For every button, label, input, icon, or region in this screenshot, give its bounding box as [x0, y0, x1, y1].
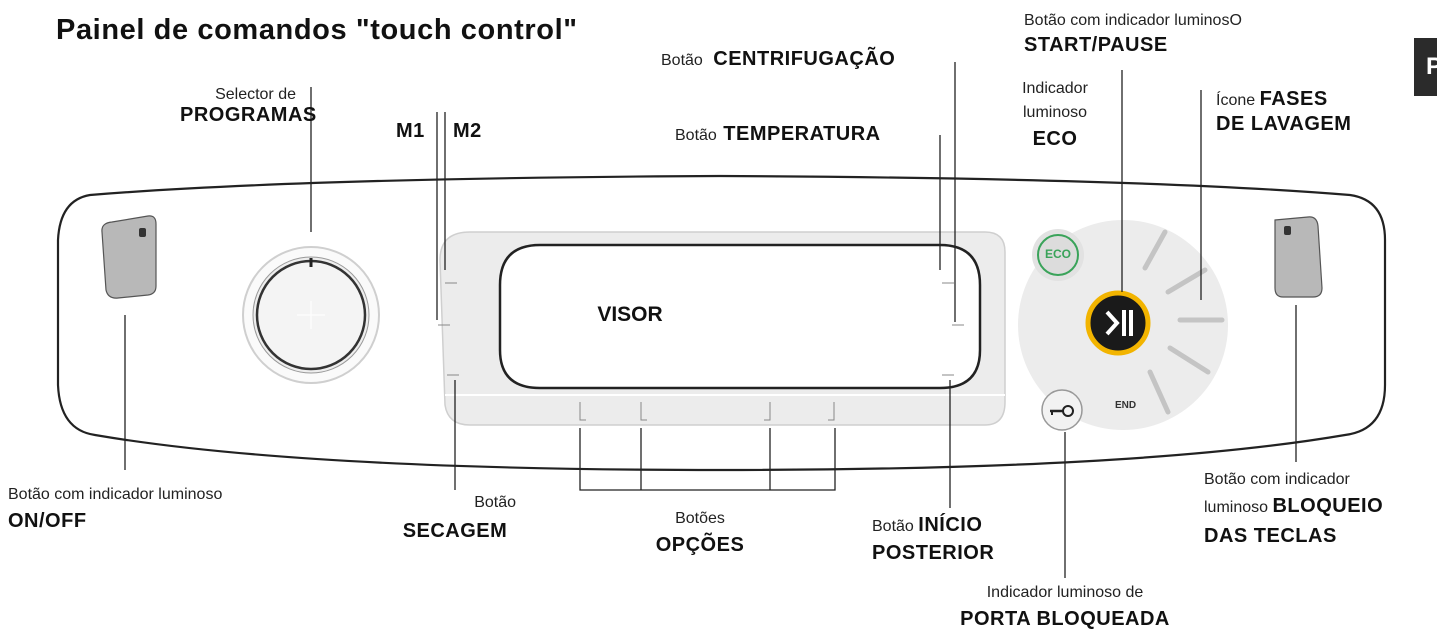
display-frame [439, 231, 1006, 426]
end-text: END [1115, 400, 1137, 411]
key-lock-button [1274, 216, 1323, 298]
section-tab: P [1414, 38, 1437, 96]
page-title: Painel de comandos "touch control" [56, 14, 578, 46]
key-lock-label: Botão com indicador luminoso BLOQUEIO DA… [1204, 471, 1384, 548]
door-lock-indicator [1041, 389, 1083, 431]
options-label: Botões OPÇÕES [655, 510, 745, 556]
program-selector-knob [242, 246, 380, 384]
start-pause-label: Botão com indicador luminosO START/PAUSE [1024, 12, 1242, 56]
drying-label: Botão SECAGEM [402, 494, 516, 542]
wash-phases-label: Ícone FASES DE LAVAGEM [1216, 88, 1352, 136]
door-lock-label: Indicador luminoso de PORTA BLOQUEADA [960, 584, 1170, 630]
program-selector-label: Selector de PROGRAMAS [180, 86, 317, 126]
on-off-label: Botão com indicador luminoso ON/OFF [8, 486, 223, 532]
m2-label: M2 [453, 120, 482, 142]
eco-button-text: ECO [1044, 247, 1071, 261]
touch-markers [438, 282, 964, 421]
display-label: VISOR [597, 303, 663, 326]
temperature-label: Botão TEMPERATURA [675, 123, 881, 145]
m1-label: M1 [396, 120, 425, 142]
eco-indicator-label: Indicador luminoso ECO [1022, 80, 1088, 150]
spin-label: Botão CENTRIFUGAÇÃO [661, 48, 896, 70]
on-off-button [101, 215, 157, 299]
leader-lines [124, 62, 1297, 578]
eco-indicator [1032, 229, 1084, 281]
delay-start-label: Botão INÍCIO POSTERIOR [872, 514, 995, 565]
